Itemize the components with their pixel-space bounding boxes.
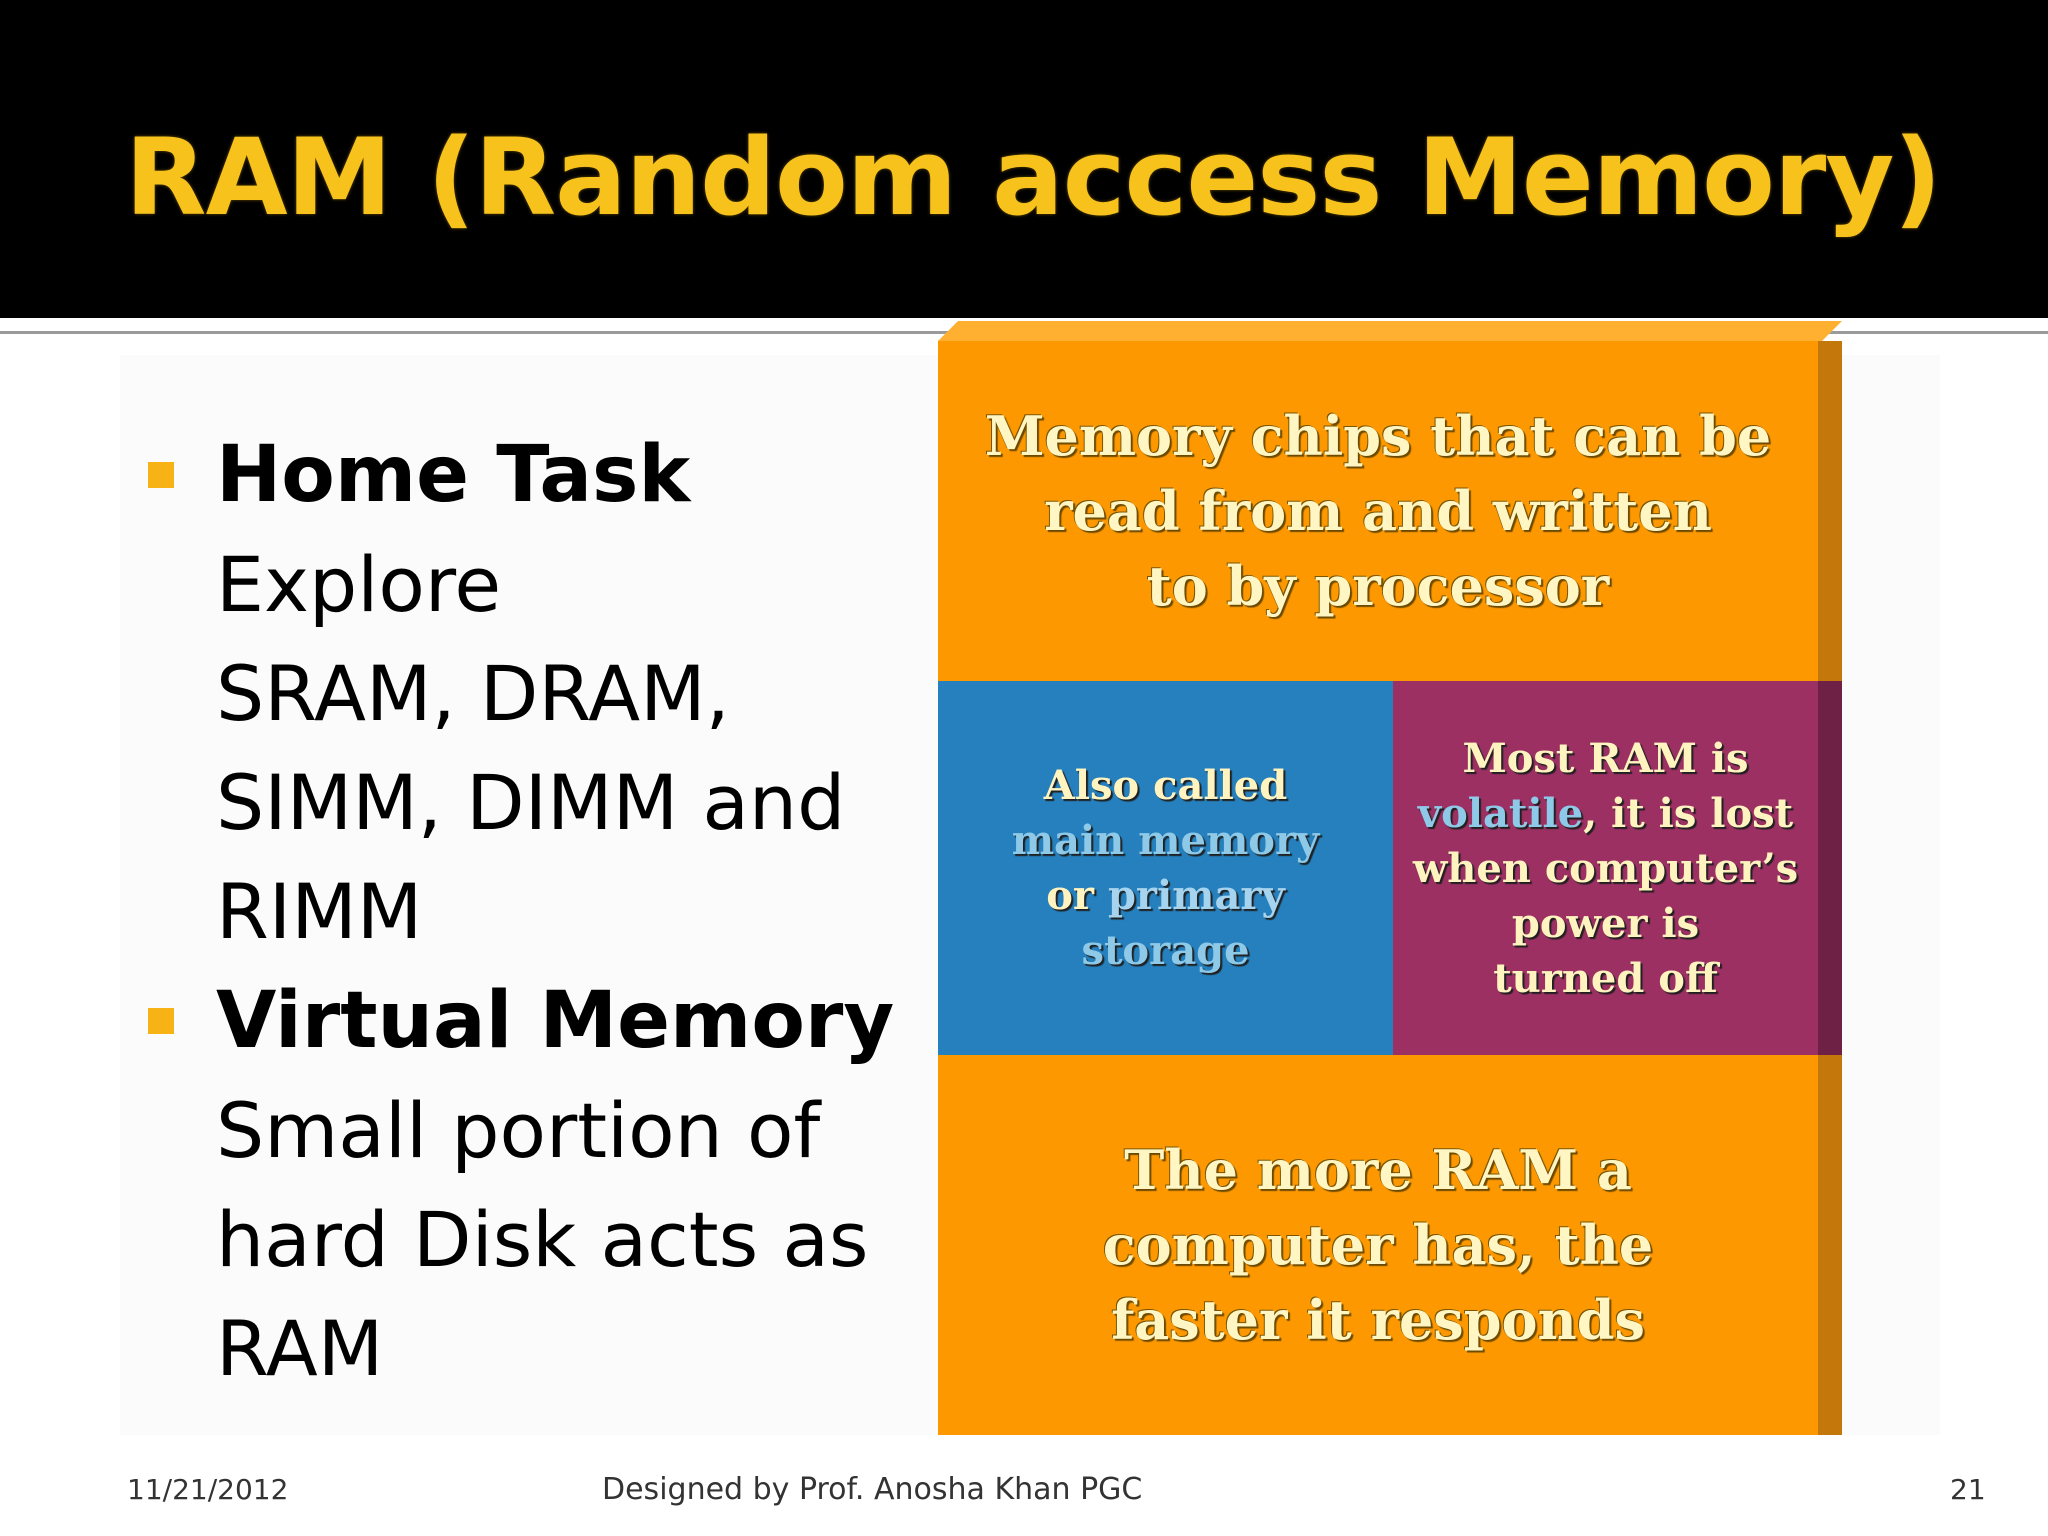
footer-credit: Designed by Prof. Anosha Khan PGC — [602, 1472, 1143, 1507]
diagram-box-volatile: Most RAM is volatile, it is lost when co… — [1393, 681, 1818, 1055]
diagram-box-definition: Memory chips that can be read from and w… — [938, 341, 1818, 681]
footer-date: 11/21/2012 — [127, 1473, 289, 1506]
bullet-virtual-memory: Virtual Memory Small portion of hard Dis… — [140, 966, 900, 1403]
volatile-line: power is — [1511, 899, 1700, 947]
volatile-line: when computer’s — [1412, 844, 1799, 892]
storage-term: storage — [1081, 927, 1250, 974]
bullet-line: SIMM, DIMM and — [216, 758, 846, 847]
primary-term: primary — [1107, 872, 1285, 919]
title-bar: RAM (Random access Memory) — [0, 0, 2048, 318]
performance-line: computer has, the — [1102, 1212, 1654, 1277]
or-text: or — [1046, 872, 1108, 919]
performance-line: faster it responds — [1111, 1287, 1645, 1352]
diagram-box-also-called: Also called main memory or primary stora… — [938, 681, 1393, 1055]
bullet-heading: Virtual Memory — [216, 976, 895, 1066]
volatile-line: turned off — [1493, 954, 1718, 1002]
volatile-line: Most RAM is — [1462, 734, 1749, 782]
bullet-square-icon — [148, 1008, 174, 1034]
bullet-line: RIMM — [216, 867, 423, 956]
bullet-line: Small portion of — [216, 1086, 821, 1175]
also-called-line: or primary — [1012, 868, 1320, 923]
diagram-side — [1818, 1055, 1842, 1435]
ram-diagram: Memory chips that can be read from and w… — [938, 321, 1842, 1435]
bullet-home-task: Home Task Explore SRAM, DRAM, SIMM, DIMM… — [140, 420, 900, 966]
performance-line: The more RAM a — [1124, 1137, 1632, 1202]
bullet-square-icon — [148, 462, 174, 488]
bullet-line: SRAM, DRAM, — [216, 649, 730, 738]
volatile-rest: , it is lost — [1583, 789, 1794, 837]
volatile-line: volatile, it is lost — [1413, 786, 1798, 841]
bullet-body: Explore SRAM, DRAM, SIMM, DIMM and RIMM — [216, 530, 900, 966]
bullet-line: hard Disk acts as — [216, 1195, 869, 1284]
volatile-term: volatile — [1417, 789, 1584, 837]
slide-title: RAM (Random access Memory) — [125, 116, 1942, 239]
bullet-line: Explore — [216, 540, 502, 629]
diagram-side — [1818, 341, 1842, 681]
definition-line: Memory chips that can be — [984, 403, 1772, 468]
also-called-line: Also called — [1043, 762, 1288, 809]
diagram-side — [1818, 681, 1842, 1055]
bullet-list: Home Task Explore SRAM, DRAM, SIMM, DIMM… — [140, 420, 900, 1403]
bullet-heading: Home Task — [216, 430, 691, 520]
diagram-bevel — [938, 321, 1842, 341]
bullet-body: Small portion of hard Disk acts as RAM — [216, 1076, 900, 1403]
page-number: 21 — [1950, 1473, 1986, 1506]
bullet-line: RAM — [216, 1304, 384, 1393]
diagram-box-performance: The more RAM a computer has, the faster … — [938, 1055, 1818, 1435]
definition-line: read from and written — [1044, 478, 1712, 543]
main-memory-term: main memory — [1011, 817, 1320, 864]
definition-line: to by processor — [1146, 553, 1610, 618]
